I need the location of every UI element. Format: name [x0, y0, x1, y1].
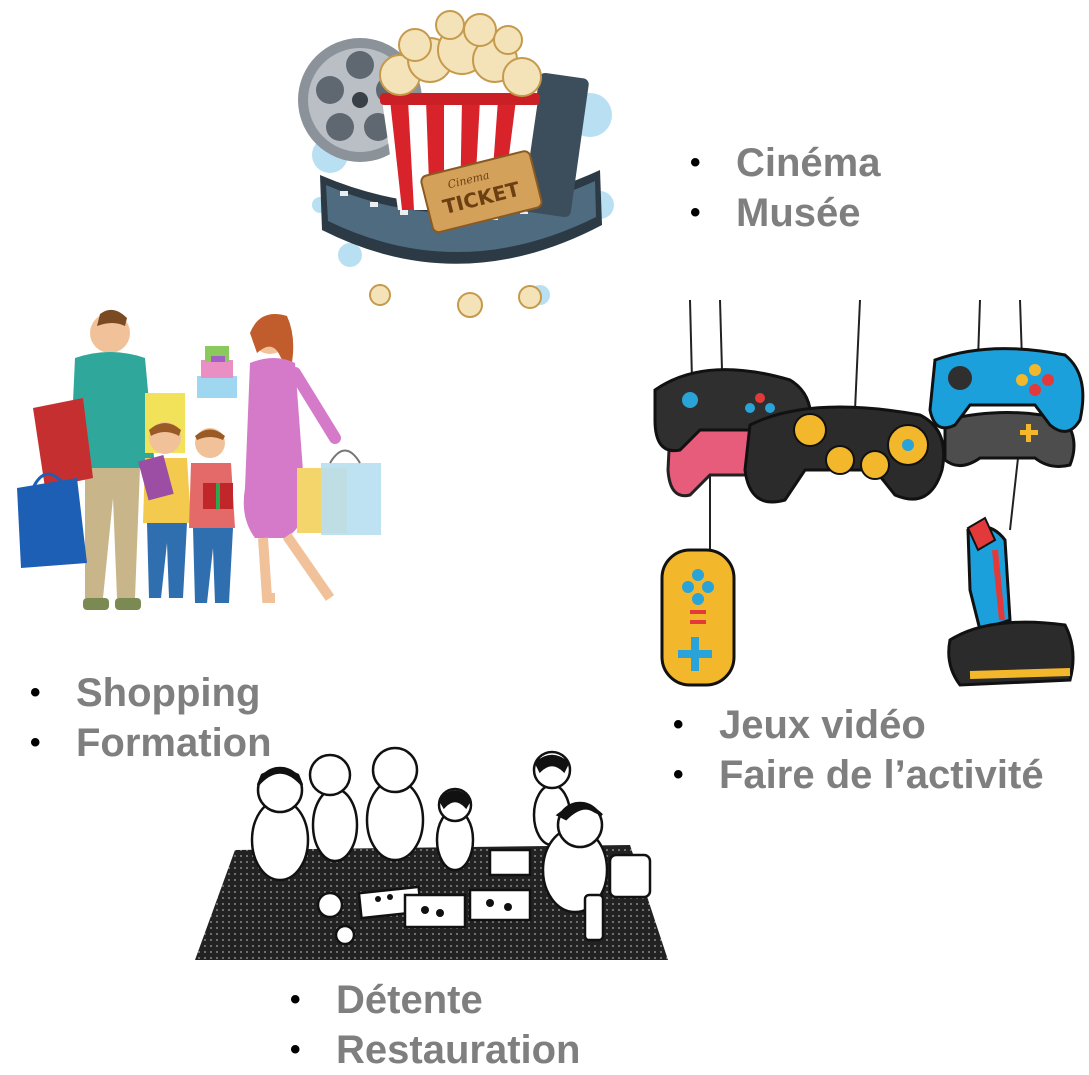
shopping-illustration [5, 298, 395, 628]
bullet-cinema: Cinéma [690, 138, 881, 188]
bullet-shopping: Shopping [30, 668, 272, 718]
bullet-jeux-video: Jeux vidéo [673, 700, 1044, 750]
bullet-musee: Musée [690, 188, 881, 238]
game-controllers-illustration [650, 300, 1085, 695]
bullet-restauration: Restauration [290, 1025, 581, 1075]
picnic-illustration [190, 745, 675, 965]
games-bullet-list: Jeux vidéo Faire de l’activité [673, 700, 1044, 800]
bullet-faire-activite: Faire de l’activité [673, 750, 1044, 800]
bullet-detente: Détente [290, 975, 581, 1025]
cinema-bullet-list: Cinéma Musée [690, 138, 881, 238]
cinema-illustration: Cinema TICKET [290, 5, 630, 335]
bullet-formation: Formation [30, 718, 272, 768]
shopping-bullet-list: Shopping Formation [30, 668, 272, 768]
picnic-bullet-list: Détente Restauration [290, 975, 581, 1075]
